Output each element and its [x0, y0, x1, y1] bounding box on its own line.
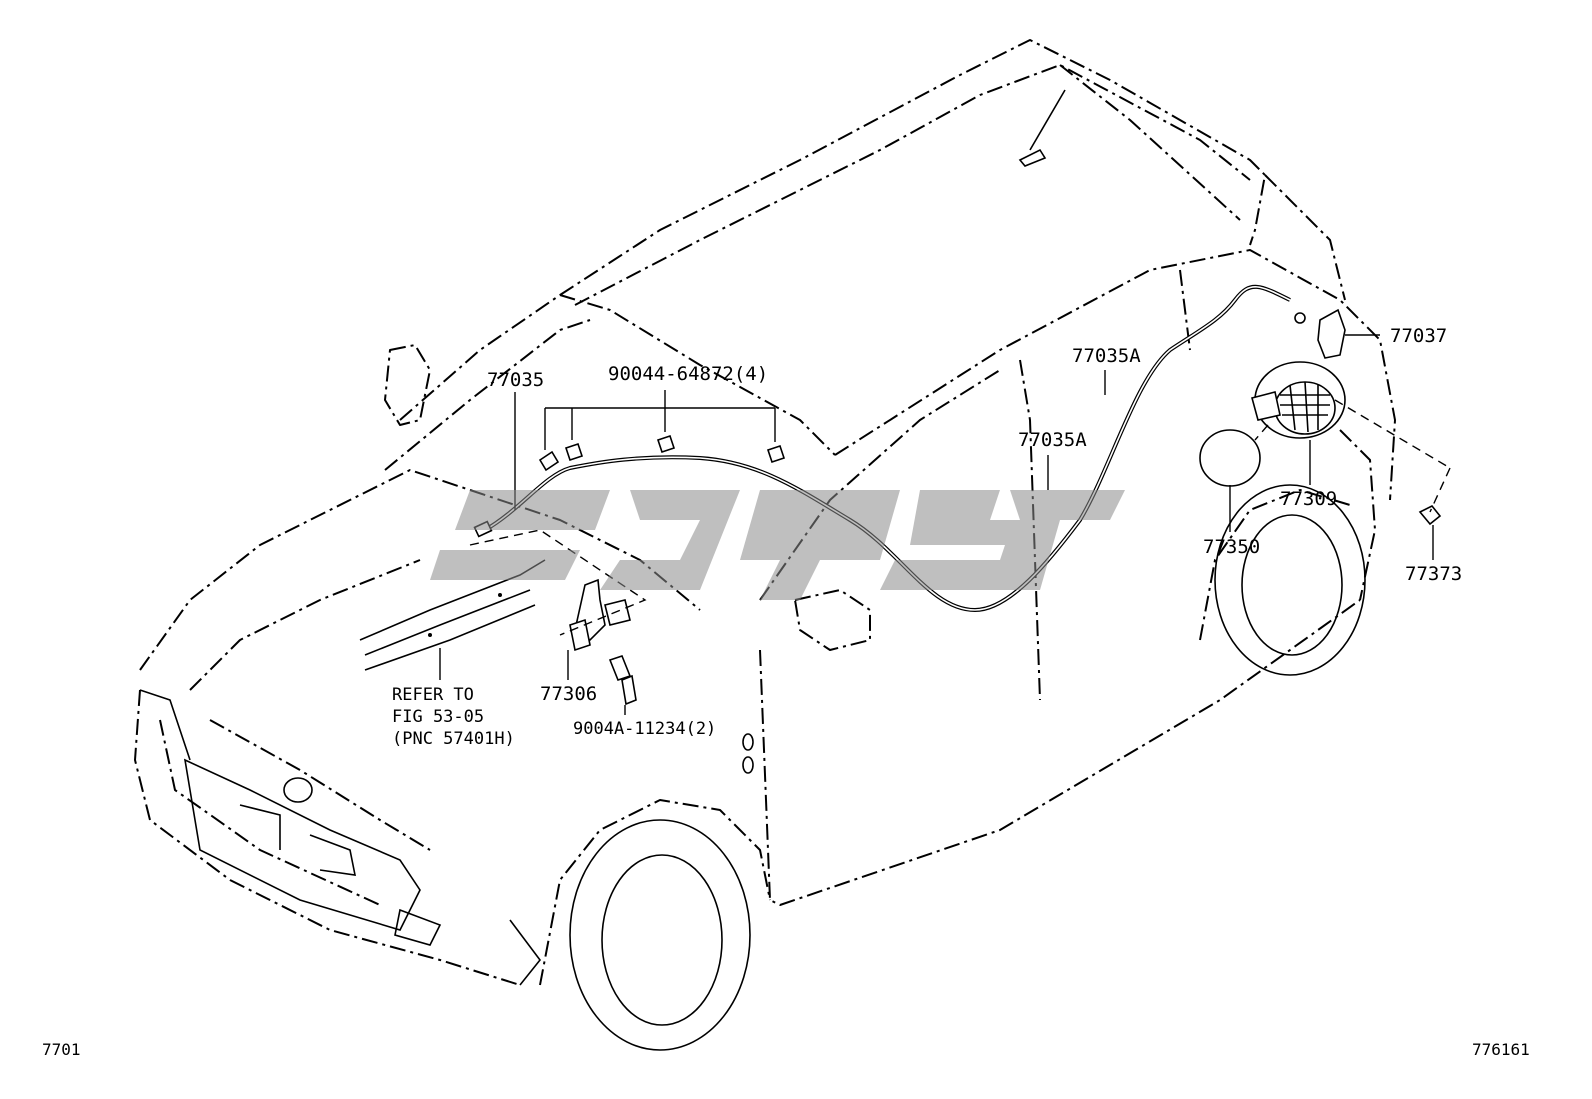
label-77309: 77309: [1280, 488, 1337, 510]
label-90044-64872: 90044-64872(4): [608, 363, 768, 385]
label-77035: 77035: [487, 369, 544, 391]
fuel-inlet-box: [1251, 361, 1346, 439]
cable-clamps: [538, 434, 786, 472]
front-wheel: [569, 819, 751, 1051]
fuel-lid-grommet: [1418, 504, 1442, 526]
leader-lines: [439, 334, 1434, 715]
part-labels: 77035 90044-64872(4) 77035A 77035A 77037…: [392, 325, 1462, 749]
label-77035a-upper: 77035A: [1072, 345, 1141, 367]
rear-wheel: [1214, 484, 1366, 676]
fuel-lid: [1199, 429, 1261, 487]
footer-right-code: 776161: [1472, 1040, 1530, 1059]
label-77373: 77373: [1405, 563, 1462, 585]
bolt: [608, 655, 637, 706]
front-grille: [139, 689, 754, 986]
refer-line-3: (PNC 57401H): [392, 729, 515, 749]
label-9004a-11234: 9004A-11234(2): [573, 719, 716, 739]
fuel-lid-opener: [1317, 308, 1346, 359]
car-body-outline: [134, 39, 1396, 986]
hood-lock-lever: [569, 578, 631, 652]
label-77037: 77037: [1390, 325, 1447, 347]
footer-left-code: 7701: [42, 1040, 81, 1059]
label-77035a-lower: 77035A: [1018, 429, 1087, 451]
watermark-logo: [430, 490, 1125, 600]
label-77306: 77306: [540, 683, 597, 705]
reference-lines: [469, 399, 1451, 636]
refer-line-2: FIG 53-05: [392, 707, 484, 727]
label-77350: 77350: [1203, 536, 1260, 558]
release-cable: [473, 284, 1306, 613]
refer-line-1: REFER TO: [392, 685, 474, 705]
